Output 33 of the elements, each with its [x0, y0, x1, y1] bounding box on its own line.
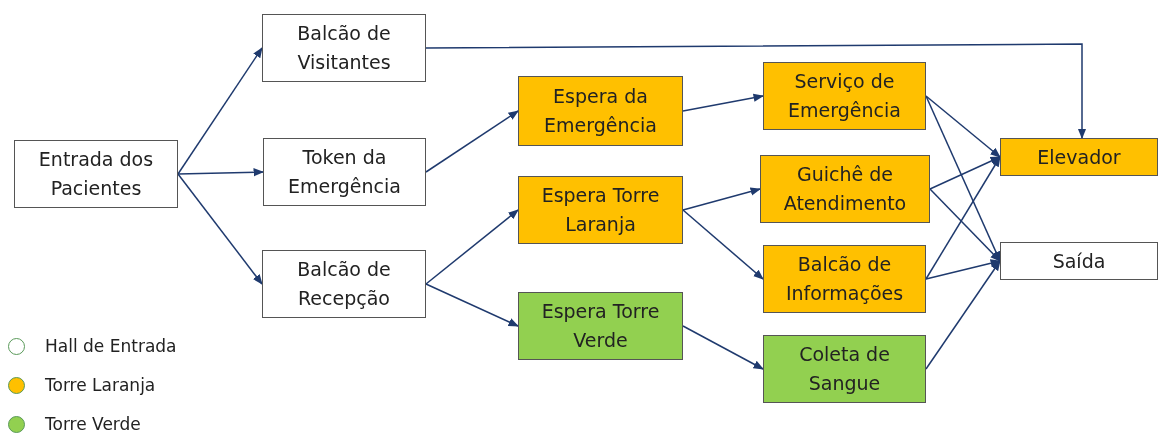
arrow	[929, 156, 1001, 190]
arrow	[425, 209, 519, 285]
arrow	[682, 187, 761, 211]
arrow	[925, 260, 1001, 370]
process-box: Balcão de Visitantes	[262, 14, 426, 82]
arrow	[425, 43, 1087, 140]
arrow	[929, 188, 1001, 262]
legend-label: Hall de Entrada	[45, 336, 177, 356]
process-box: Balcão de Informações	[763, 245, 926, 313]
arrow	[925, 156, 1001, 280]
process-box: Espera Torre Laranja	[518, 176, 683, 244]
process-box: Coleta de Sangue	[763, 335, 926, 403]
arrow	[177, 168, 265, 177]
legend-label: Torre Laranja	[45, 375, 156, 395]
arrow	[177, 173, 263, 285]
arrow	[425, 110, 519, 173]
arrow	[177, 47, 263, 175]
process-box: Serviço de Emergência	[763, 62, 926, 130]
legend-label: Torre Verde	[45, 414, 141, 434]
arrow	[925, 95, 1001, 158]
process-box: Guichê de Atendimento	[760, 155, 930, 223]
process-box: Espera Torre Verde	[518, 292, 683, 360]
arrow	[682, 209, 764, 280]
process-box: Token da Emergência	[263, 138, 426, 206]
process-box: Entrada dos Pacientes	[14, 140, 178, 208]
process-box: Balcão de Recepção	[262, 250, 426, 318]
process-box: Saída	[1000, 242, 1158, 280]
arrow	[682, 93, 765, 112]
arrow	[425, 283, 519, 327]
process-box: Elevador	[1000, 138, 1158, 176]
arrow	[682, 325, 764, 370]
process-box: Espera da Emergência	[518, 76, 683, 146]
arrow	[925, 259, 1001, 280]
